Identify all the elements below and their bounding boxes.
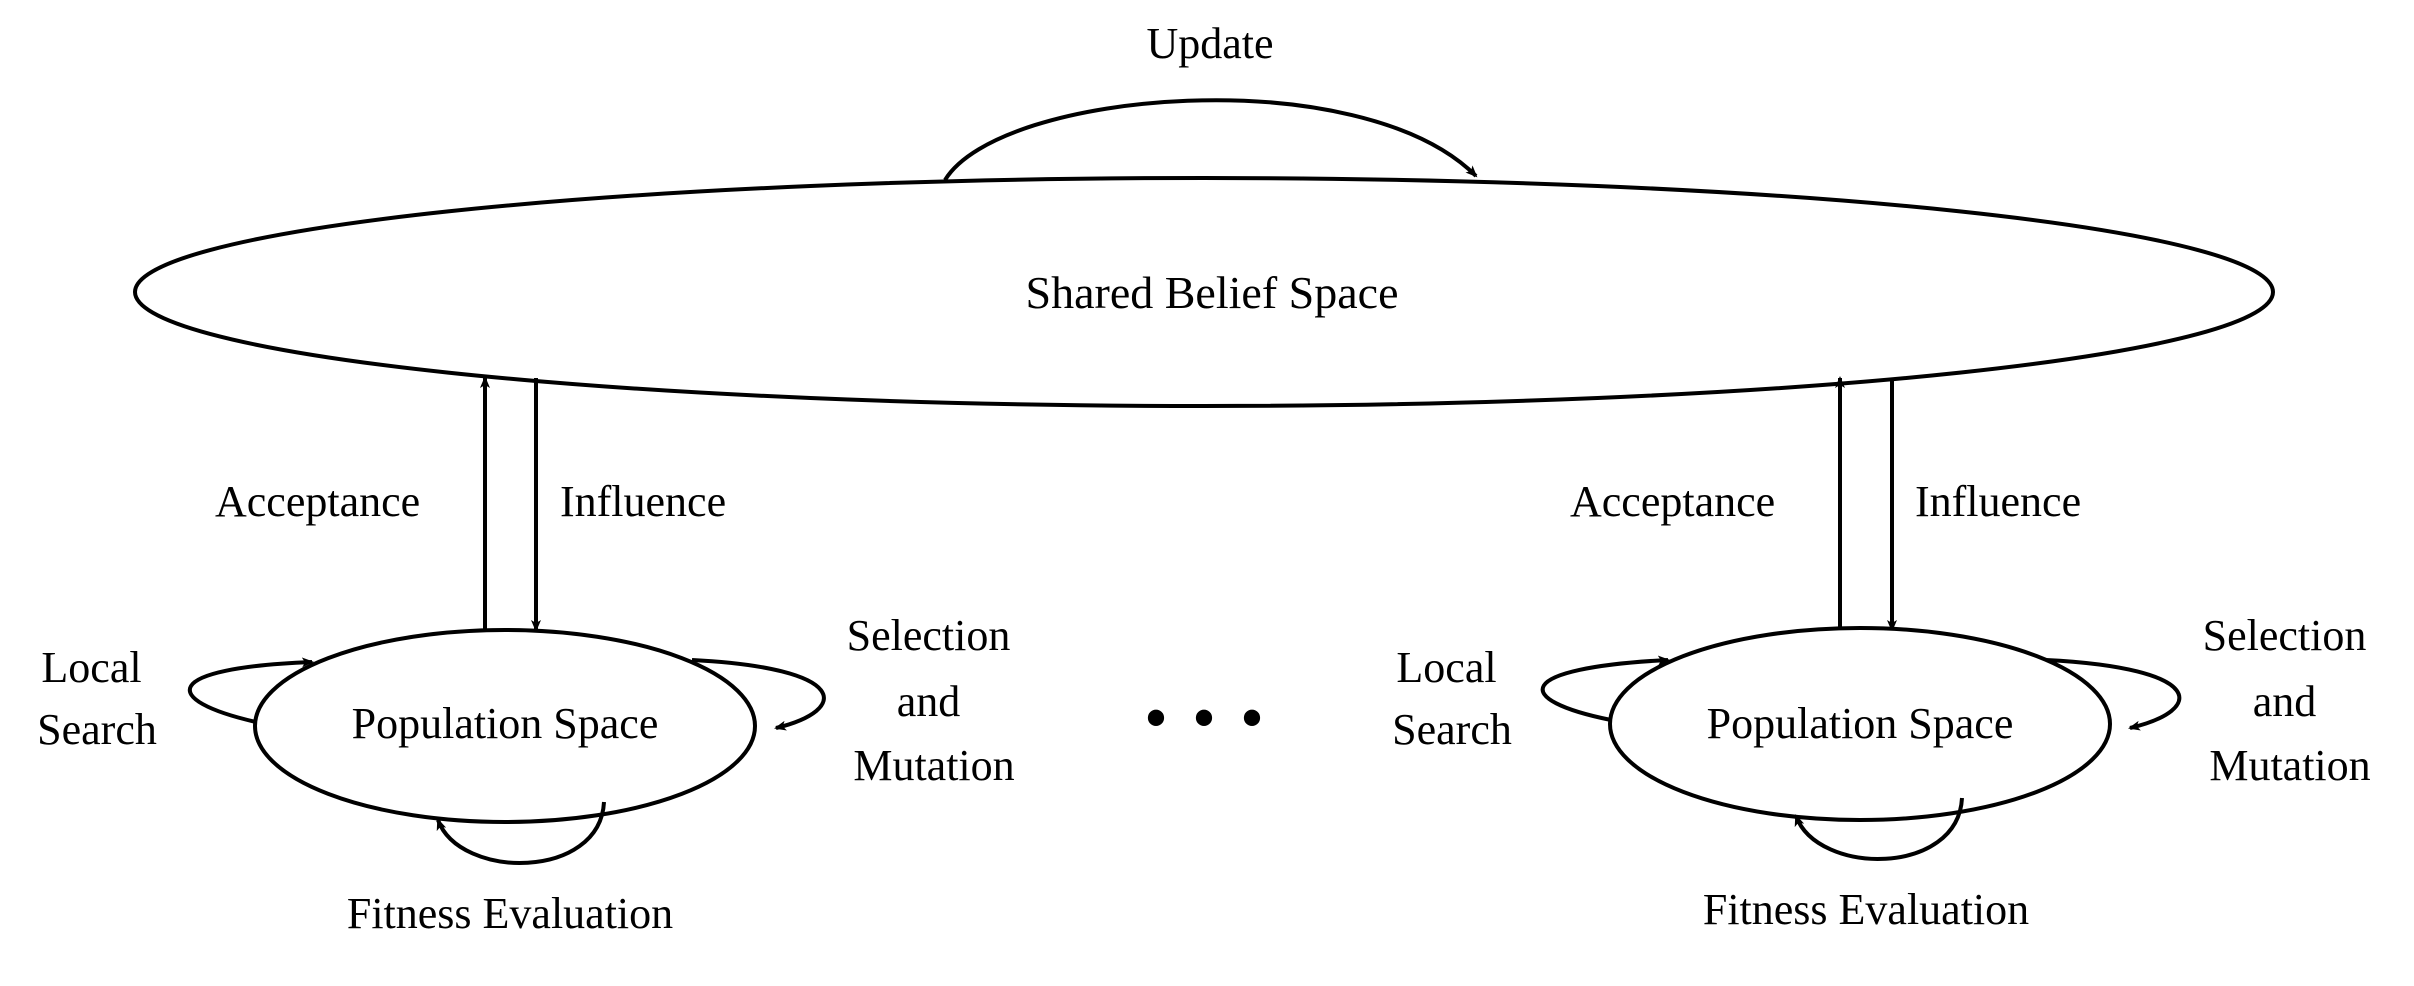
influence-label-2: Influence bbox=[1915, 477, 2081, 526]
continuation-ellipsis: • • • bbox=[1145, 685, 1268, 751]
fitness-evaluation-loop-2 bbox=[1794, 797, 1964, 861]
population-space-label-2: Population Space bbox=[1707, 699, 2014, 748]
population-space-label-1: Population Space bbox=[352, 699, 659, 748]
local-search-loop-1 bbox=[188, 657, 314, 724]
selection-mutation-label-2: Selection and Mutation bbox=[2203, 611, 2378, 790]
fitness-evaluation-loop-1 bbox=[436, 801, 606, 865]
acceptance-label-1: Acceptance bbox=[215, 477, 420, 526]
update-arrow bbox=[943, 98, 1478, 182]
acceptance-label-2: Acceptance bbox=[1570, 477, 1775, 526]
fitness-evaluation-label-1: Fitness Evaluation bbox=[347, 889, 673, 938]
population-group-2: Acceptance Influence Population Space Lo… bbox=[1392, 376, 2378, 934]
selection-mutation-label-1: Selection and Mutation bbox=[847, 611, 1022, 790]
local-search-label-1: Local Search bbox=[37, 643, 157, 754]
selection-mutation-loop-1 bbox=[691, 658, 826, 731]
population-space-node-1 bbox=[253, 628, 757, 824]
local-search-loop-2 bbox=[1540, 655, 1670, 722]
shared-belief-space-node bbox=[133, 176, 2275, 408]
selection-mutation-loop-2 bbox=[2045, 658, 2182, 731]
fitness-evaluation-label-2: Fitness Evaluation bbox=[1703, 885, 2029, 934]
population-space-node-2 bbox=[1608, 626, 2112, 822]
shared-belief-space-label: Shared Belief Space bbox=[1026, 267, 1399, 318]
update-label: Update bbox=[1146, 19, 1273, 68]
population-group-1: Acceptance Influence Population Space Lo… bbox=[37, 376, 1022, 938]
influence-label-1: Influence bbox=[560, 477, 726, 526]
local-search-label-2: Local Search bbox=[1392, 643, 1512, 754]
